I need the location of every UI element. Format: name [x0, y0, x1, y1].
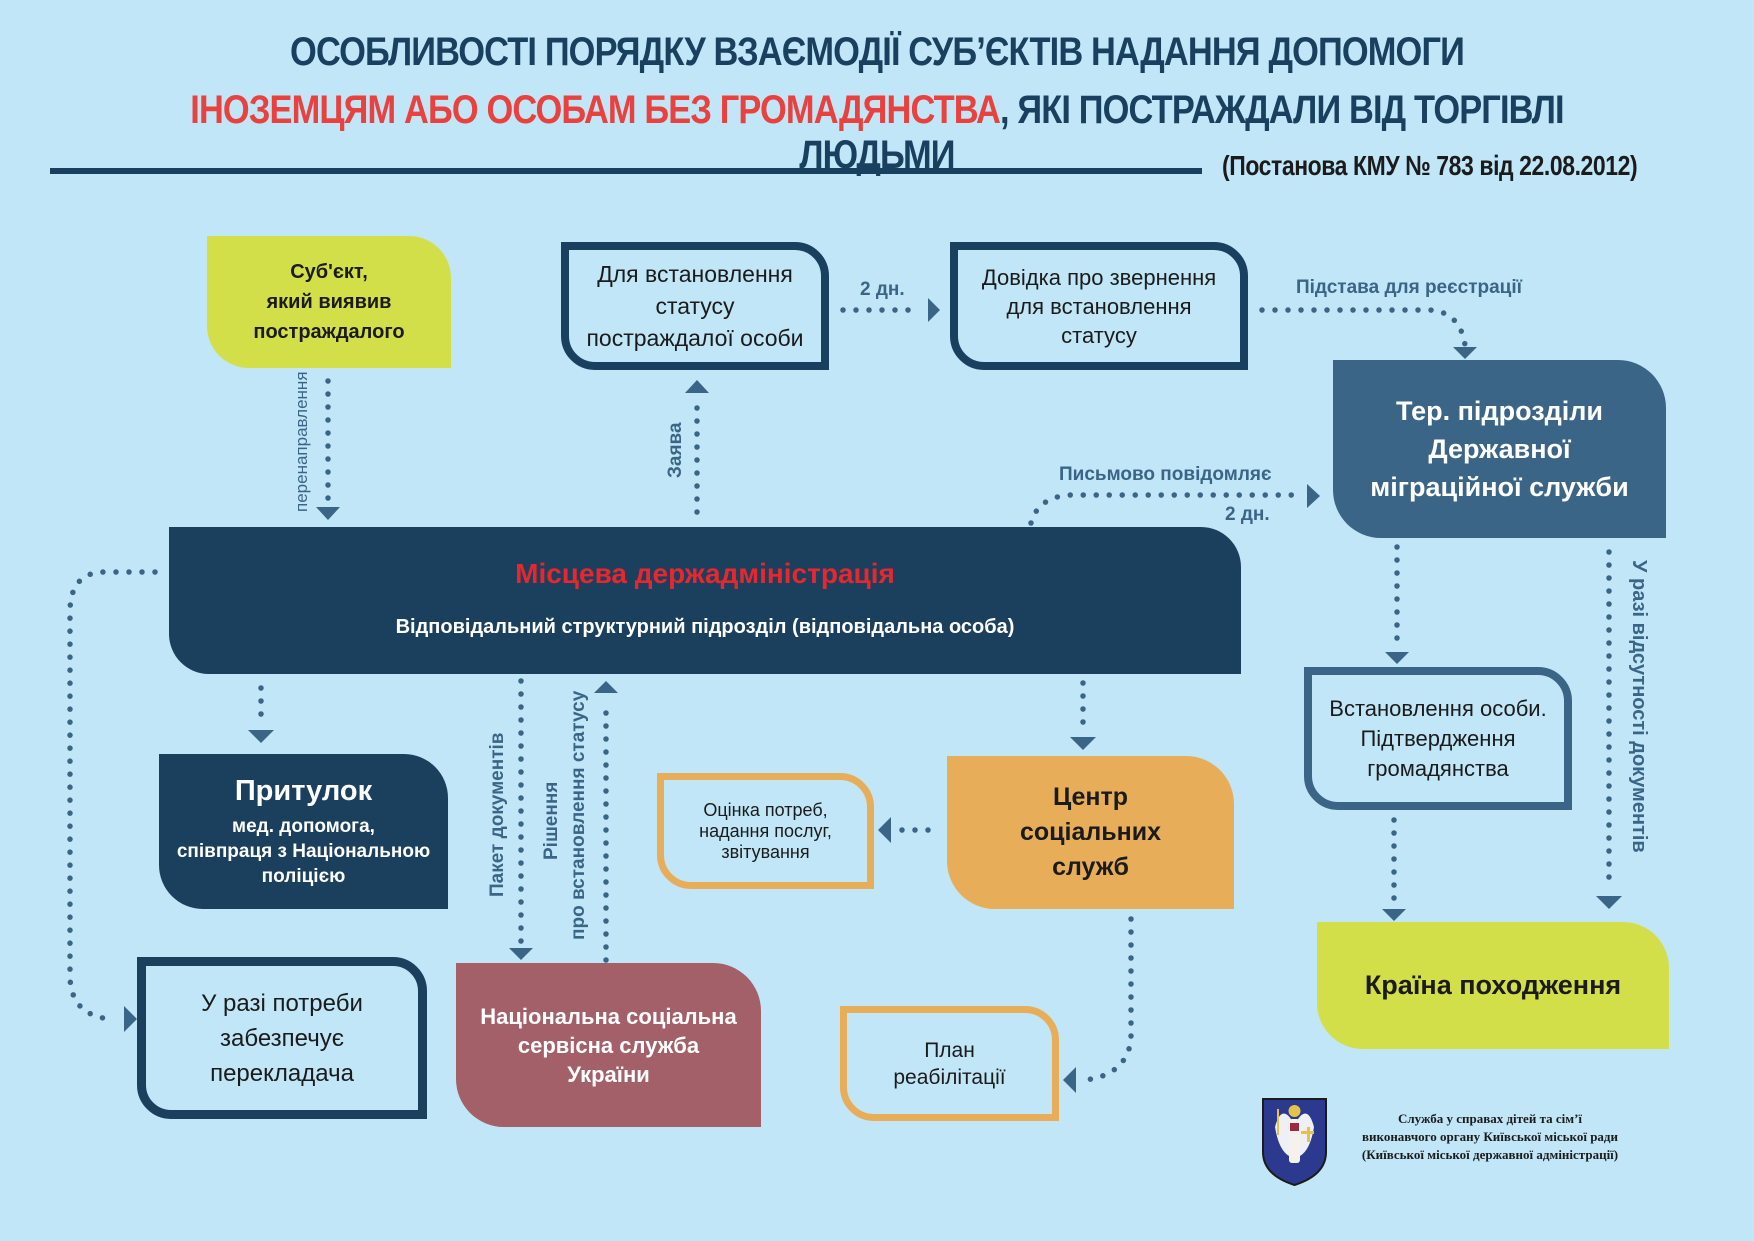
node-shelter-line: мед. допомога,: [232, 815, 375, 837]
node-migration-service: Тер. підрозділи Державної міграційної сл…: [1333, 360, 1666, 538]
arrow-two-days: [928, 298, 940, 322]
node-certificate-line: статусу: [1061, 322, 1137, 348]
footer-org-line: (Київської міської державної адміністрац…: [1361, 1147, 1619, 1162]
node-status-line: постраждалої особи: [586, 325, 804, 351]
arrow-redirect: [316, 507, 340, 520]
label-docs-package: Пакет документів: [487, 732, 508, 898]
arrow-identity-country: [1382, 909, 1406, 921]
node-certificate-line: для встановлення: [1006, 293, 1192, 319]
edge-main-translator: [67, 569, 158, 1022]
node-shelter-line: поліцією: [261, 865, 346, 887]
node-needs-line: звітування: [721, 841, 810, 862]
node-rehab-line: План: [924, 1038, 975, 1062]
node-rehab-line: реабілітації: [893, 1065, 1006, 1089]
node-identity-line: громадянства: [1367, 755, 1509, 781]
node-needs-assessment: Оцінка потреб, надання послуг, звітуванн…: [657, 773, 874, 889]
label-redirect: перенаправлення: [292, 371, 311, 512]
label-two-days-b: 2 дн.: [1225, 504, 1270, 525]
title-highlight: ІНОЗЕМЦЯМ АБО ОСОБАМ БЕЗ ГРОМАДЯНСТВА: [190, 88, 1001, 132]
header-rule: [50, 168, 1202, 174]
node-local-administration: Місцева держадміністрація Відповідальний…: [169, 527, 1241, 674]
node-translator: У разі потреби забезпечує перекладача: [137, 957, 427, 1119]
node-subject-line: Суб'єкт,: [290, 261, 368, 283]
edge-center-rehab: [1082, 916, 1134, 1083]
label-two-days-a: 2 дн.: [860, 279, 905, 300]
arrow-docs-package: [509, 948, 533, 960]
node-subject-line: який виявив: [266, 291, 392, 313]
node-national-social-service: Національна соціальна сервісна служба Ук…: [456, 963, 761, 1127]
node-identity-line: Підтвердження: [1360, 725, 1516, 751]
node-country-of-origin: Країна походження: [1317, 922, 1669, 1049]
arrow-application: [685, 380, 709, 393]
node-country-label: Країна походження: [1364, 970, 1622, 1000]
arrow-registration: [1453, 347, 1477, 359]
arrow-written-notice: [1307, 484, 1320, 508]
label-decision-line2: про встановлення статусу: [568, 690, 589, 940]
title-line-2: ІНОЗЕМЦЯМ АБО ОСОБАМ БЕЗ ГРОМАДЯНСТВА, Я…: [123, 88, 1631, 178]
label-registration-basis: Підстава для реєстрації: [1296, 277, 1522, 298]
arrow-main-shelter: [248, 730, 274, 743]
node-status-line: статусу: [655, 293, 735, 319]
node-certificate-line: Довідка про звернення: [981, 264, 1217, 290]
arrow-center-needs: [878, 817, 891, 843]
node-status-line: Для встановлення: [597, 261, 793, 287]
node-status-request: Для встановлення статусу постраждалої ос…: [561, 242, 829, 370]
label-no-documents: У разі відсутності документів: [1628, 560, 1650, 853]
footer-org-line: виконавчого органу Київської міської рад…: [1361, 1129, 1618, 1144]
node-identity-line: Встановлення особи.: [1329, 695, 1547, 721]
node-identity-verification: Встановлення особи. Підтвердження громад…: [1304, 667, 1572, 810]
node-subject: Суб'єкт, який виявив постраждалого: [207, 236, 451, 368]
arrow-migration-identity: [1385, 652, 1409, 664]
footer-org-line: Служба у справах дітей та сім’ї: [1397, 1111, 1583, 1126]
decree-reference: (Постанова КМУ № 783 від 22.08.2012): [1222, 150, 1638, 181]
node-social-services-center: Центр соціальних служб: [947, 756, 1234, 909]
kyiv-coat-of-arms-icon: [1261, 1097, 1328, 1187]
node-rehab-plan: План реабілітації: [840, 1006, 1059, 1121]
label-application: Заява: [665, 422, 686, 478]
node-nsss-line: сервісна служба: [517, 1032, 700, 1058]
node-translator-line: перекладача: [210, 1059, 354, 1087]
title-line-1: ОСОБЛИВОСТІ ПОРЯДКУ ВЗАЄМОДІЇ СУБ’ЄКТІВ …: [290, 30, 1465, 74]
node-shelter: Притулок мед. допомога, співпраця з Наці…: [159, 754, 448, 909]
arrow-main-center: [1070, 737, 1096, 750]
node-needs-line: Оцінка потреб,: [703, 799, 828, 820]
node-translator-line: У разі потреби: [201, 989, 363, 1017]
node-translator-line: забезпечує: [220, 1024, 344, 1052]
node-nsss-line: Національна соціальна: [480, 1003, 737, 1029]
node-migration-line: міграційної служби: [1370, 472, 1629, 502]
arrow-center-rehab: [1063, 1067, 1076, 1093]
label-decision-line1: Рішення: [541, 781, 562, 860]
node-center-line: Центр: [1052, 783, 1129, 811]
node-main-title: Місцева держадміністрація: [515, 558, 895, 589]
arrow-no-documents: [1596, 896, 1622, 909]
node-center-line: соціальних: [1019, 818, 1161, 846]
edge-registration: [1259, 307, 1468, 348]
node-shelter-line: співпраця з Національною: [176, 840, 431, 862]
arrow-decision: [594, 681, 618, 693]
node-shelter-title: Притулок: [234, 774, 373, 807]
node-nsss-line: України: [567, 1061, 650, 1087]
label-written-notice: Письмово повідомляє: [1059, 464, 1272, 485]
footer-organization: Служба у справах дітей та сім’ї виконавч…: [1340, 1110, 1640, 1164]
node-certificate: Довідка про звернення для встановлення с…: [950, 242, 1248, 370]
arrow-main-translator: [124, 1006, 137, 1032]
node-center-line: служб: [1052, 853, 1129, 881]
node-main-subtitle: Відповідальний структурний підрозділ (ві…: [395, 616, 1015, 638]
title-rest: , ЯКІ ПОСТРАЖДАЛИ ВІД ТОРГІВЛІ ЛЮДЬМИ: [799, 88, 1564, 177]
node-migration-line: Тер. підрозділи: [1395, 396, 1604, 426]
node-migration-line: Державної: [1428, 434, 1571, 464]
node-subject-line: постраждалого: [253, 321, 405, 343]
node-needs-line: надання послуг,: [699, 820, 832, 841]
